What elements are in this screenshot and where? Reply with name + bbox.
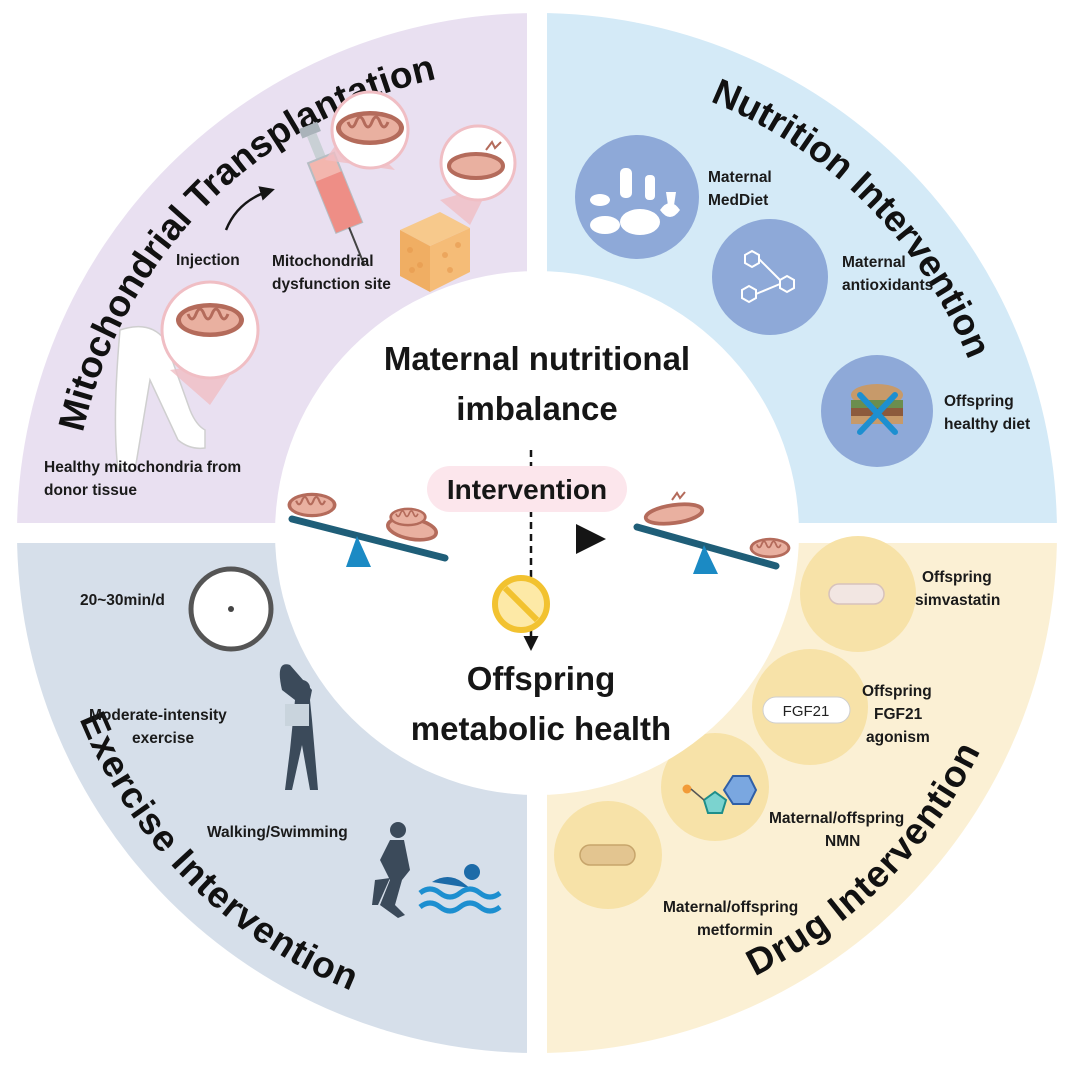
fgf21-pill-icon	[762, 696, 851, 724]
damaged-mitochondria-icon	[439, 124, 517, 225]
moderate-label-line2: exercise	[132, 730, 194, 747]
intervention-pill-label: Intervention	[447, 474, 607, 505]
clock-icon	[188, 566, 274, 652]
antiox-label-line1: Maternal	[842, 254, 906, 271]
left-seesaw-icon	[286, 491, 449, 567]
mito-section: Injection Mitochondrial dysfunction site…	[44, 90, 517, 499]
duration-label: 20~30min/d	[80, 592, 165, 609]
antioxidants-icon	[712, 219, 828, 335]
simva-label-line1: Offspring	[922, 569, 992, 586]
fgf-label-line1: Offspring	[862, 683, 932, 700]
fgf-label-line3: agonism	[866, 729, 930, 746]
nmn-circle	[661, 733, 769, 841]
walking-person-icon	[372, 822, 410, 918]
metformin-pill-icon	[579, 844, 636, 866]
right-seesaw-icon	[633, 491, 792, 574]
healthy-label-line1: Offspring	[944, 393, 1014, 410]
center-panel: Maternal nutritional imbalance Intervent…	[275, 271, 799, 795]
fgf21-pill-label: FGF21	[783, 703, 830, 720]
center-bottom-line2: metabolic health	[411, 710, 671, 747]
antiox-label-line2: antioxidants	[842, 277, 933, 294]
donor-mitochondria-icon	[160, 280, 260, 405]
center-top-line2: imbalance	[456, 390, 617, 427]
medidiet-label-line2: MedDiet	[708, 192, 768, 209]
nmn-molecule-icon	[682, 775, 758, 814]
healthy-label-line2: healthy diet	[944, 416, 1030, 433]
exercise-section: 20~30min/d Moderate-intensity exercise W…	[80, 566, 502, 918]
tissue-cube-icon	[400, 212, 470, 292]
met-label-line1: Maternal/offspring	[663, 899, 798, 916]
met-label-line2: metformin	[697, 922, 773, 939]
drug-section: FGF21 Offspring simvastatin Offspring FG…	[554, 536, 1000, 939]
site-label-line2: dysfunction site	[272, 276, 391, 293]
nmn-label-line1: Maternal/offspring	[769, 810, 904, 827]
walking-label: Walking/Swimming	[207, 824, 348, 841]
injection-label: Injection	[176, 252, 240, 269]
syringe-mitochondria-icon	[325, 90, 410, 170]
fgf-label-line2: FGF21	[874, 706, 923, 723]
donor-label-line2: donor tissue	[44, 482, 137, 499]
site-label-line1: Mitochondrial	[272, 253, 374, 270]
swimming-icon	[418, 864, 502, 914]
center-bottom-line1: Offspring	[467, 660, 615, 697]
center-top-line1: Maternal nutritional	[384, 340, 690, 377]
syringe-icon	[298, 121, 366, 265]
healthy-diet-icon	[821, 355, 933, 467]
moderate-label-line1: Moderate-intensity	[89, 707, 227, 724]
injection-arrow-icon	[224, 186, 275, 231]
simvastatin-pill-icon	[828, 583, 885, 605]
donor-label-line1: Healthy mitochondria from	[44, 459, 241, 476]
medidiet-icon	[575, 135, 699, 259]
nmn-label-line2: NMN	[825, 833, 860, 850]
medidiet-label-line1: Maternal	[708, 169, 772, 186]
stretching-person-icon	[279, 664, 318, 790]
simva-label-line2: simvastatin	[915, 592, 1000, 609]
intervention-pill	[427, 466, 627, 512]
prohibition-icon	[492, 575, 550, 633]
nutrition-section: Maternal MedDiet Maternal antioxidants O…	[575, 135, 1030, 467]
